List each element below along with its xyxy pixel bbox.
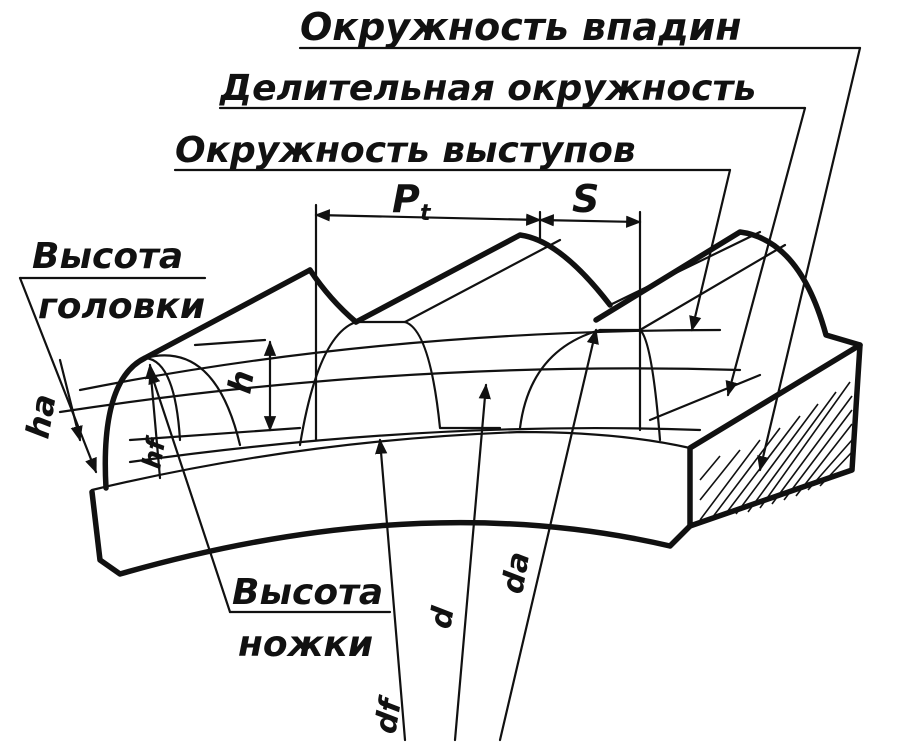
label-df: df	[368, 692, 409, 736]
label-dedendum-line2: ножки	[238, 624, 373, 665]
pitch-dimension	[314, 203, 642, 442]
reference-circles	[58, 328, 742, 464]
label-pitch-sub: t	[420, 201, 432, 226]
gear-teeth	[102, 229, 863, 491]
diameter-leaders	[375, 328, 599, 742]
label-dedendum-line1: Высота	[232, 572, 383, 613]
gear-rim	[89, 426, 693, 577]
label-tip-circle: Окружность выступов	[175, 130, 636, 171]
label-pitch: P	[392, 177, 420, 221]
height-dimensions	[58, 338, 277, 480]
label-root-circle: Окружность впадин	[300, 5, 742, 49]
label-h: h	[220, 367, 261, 396]
hatched-section	[687, 342, 863, 529]
label-thickness: S	[572, 177, 599, 221]
label-addendum-line2: головки	[38, 286, 205, 327]
leader-lines	[18, 46, 862, 614]
label-da: da	[495, 549, 537, 596]
label-d: d	[423, 604, 461, 632]
label-pitch-circle: Делительная окружность	[219, 68, 756, 109]
label-ha: ha	[18, 391, 63, 441]
label-addendum-line1: Высота	[32, 236, 183, 277]
